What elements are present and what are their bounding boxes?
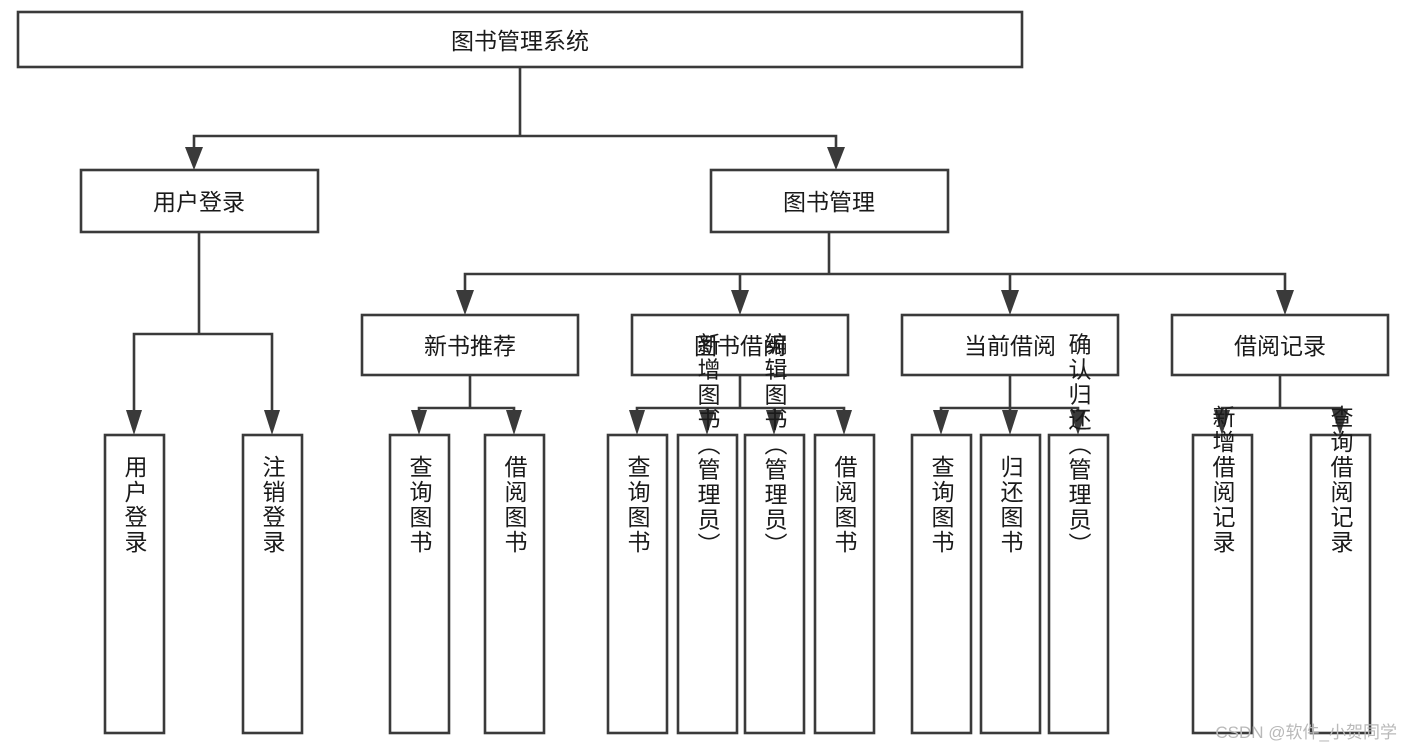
connector-root-to-level2: [192, 65, 838, 157]
node-book-management-label: 图书管理: [783, 189, 875, 215]
arrow-head-leaf-query-book-2: [629, 410, 645, 435]
leaf-query-book-current[interactable]: 查询图书: [910, 433, 973, 735]
node-current-borrow-label: 当前借阅: [964, 333, 1056, 359]
connector-currentborrow-to-leaves: [939, 373, 1080, 414]
arrow-head-leaf-borrow-book-1: [506, 410, 522, 435]
arrow-head-leaf-logout: [264, 410, 280, 435]
leaf-borrow-book-newbook-label: 借阅图书: [501, 455, 528, 555]
connector-bookborrow-to-leaves: [635, 373, 846, 414]
arrow-head-to-book-mgmt: [827, 147, 845, 170]
node-book-borrow[interactable]: 图书借阅: [630, 313, 850, 377]
node-new-book-recommend-label: 新书推荐: [424, 333, 516, 359]
node-book-borrow-label: 图书借阅: [694, 333, 786, 359]
arrow-head-to-user-login: [185, 147, 203, 170]
leaf-edit-book-admin[interactable]: 编辑图书（管理员）: [743, 333, 806, 735]
arrow-head-leaf-add-book: [699, 410, 715, 435]
node-user-login-label: 用户登录: [153, 189, 245, 215]
arrow-head-leaf-edit-book: [766, 410, 782, 435]
leaf-borrow-book-borrow[interactable]: 借阅图书: [813, 433, 876, 735]
leaf-query-borrow-record[interactable]: 查询借阅记录: [1309, 405, 1372, 735]
node-book-management[interactable]: 图书管理: [709, 168, 950, 234]
arrow-head-to-current-borrow: [1001, 290, 1019, 315]
leaf-borrow-book-newbook[interactable]: 借阅图书: [483, 433, 546, 735]
leaf-logout-label: 注销登录: [259, 455, 286, 555]
leaf-query-book-borrow[interactable]: 查询图书: [606, 433, 669, 735]
node-root-label: 图书管理系统: [451, 28, 589, 54]
arrow-head-to-new-book-rec: [456, 290, 474, 315]
node-new-book-recommend[interactable]: 新书推荐: [360, 313, 580, 377]
leaf-query-book-current-label: 查询图书: [928, 455, 955, 555]
arrow-head-leaf-borrow-book-2: [836, 410, 852, 435]
leaf-query-borrow-record-label: 查询借阅记录: [1327, 405, 1354, 555]
arrow-head-leaf-user-login: [126, 410, 142, 435]
connector-bookmgmt-to-level3: [463, 230, 1287, 294]
node-borrow-record[interactable]: 借阅记录: [1170, 313, 1390, 377]
leaf-user-login[interactable]: 用户登录: [103, 433, 166, 735]
arrow-head-leaf-return-book: [1002, 410, 1018, 435]
arrow-head-leaf-confirm-return: [1070, 410, 1086, 435]
connector-userlogin-to-leaves: [132, 230, 274, 414]
leaf-confirm-return-admin[interactable]: 确认归还（管理员）: [1047, 333, 1110, 735]
leaf-confirm-return-admin-label: 确认归还（管理员）: [1065, 333, 1092, 558]
node-borrow-record-label: 借阅记录: [1234, 333, 1326, 359]
leaf-add-borrow-record[interactable]: 新增借阅记录: [1191, 405, 1254, 735]
leaf-add-book-admin-label: 新增图书（管理员）: [694, 333, 721, 558]
leaf-return-book-label: 归还图书: [997, 455, 1024, 555]
node-current-borrow[interactable]: 当前借阅: [900, 313, 1120, 377]
leaf-borrow-book-borrow-label: 借阅图书: [831, 455, 858, 555]
connector-borrowrecord-to-leaves: [1220, 373, 1342, 414]
arrow-head-leaf-add-record: [1214, 410, 1230, 435]
leaf-add-book-admin[interactable]: 新增图书（管理员）: [676, 333, 739, 735]
arrow-head-leaf-query-book-1: [411, 410, 427, 435]
node-root-book-management-system[interactable]: 图书管理系统: [16, 10, 1024, 69]
leaf-query-book-borrow-label: 查询图书: [624, 455, 651, 555]
leaf-edit-book-admin-label: 编辑图书（管理员）: [761, 333, 788, 558]
arrow-head-to-borrow-record: [1276, 290, 1294, 315]
arrow-head-to-book-borrow: [731, 290, 749, 315]
leaf-add-borrow-record-label: 新增借阅记录: [1209, 405, 1236, 555]
connector-layer: [126, 65, 1348, 435]
leaf-logout[interactable]: 注销登录: [241, 433, 304, 735]
arrow-head-leaf-query-record: [1332, 410, 1348, 435]
node-user-login[interactable]: 用户登录: [79, 168, 320, 234]
leaf-return-book[interactable]: 归还图书: [979, 433, 1042, 735]
arrow-head-leaf-query-book-3: [933, 410, 949, 435]
leaf-user-login-label: 用户登录: [121, 455, 148, 555]
leaf-query-book-newbook[interactable]: 查询图书: [388, 433, 451, 735]
connector-newbookrec-to-leaves: [417, 373, 516, 414]
leaf-query-book-newbook-label: 查询图书: [406, 455, 433, 555]
